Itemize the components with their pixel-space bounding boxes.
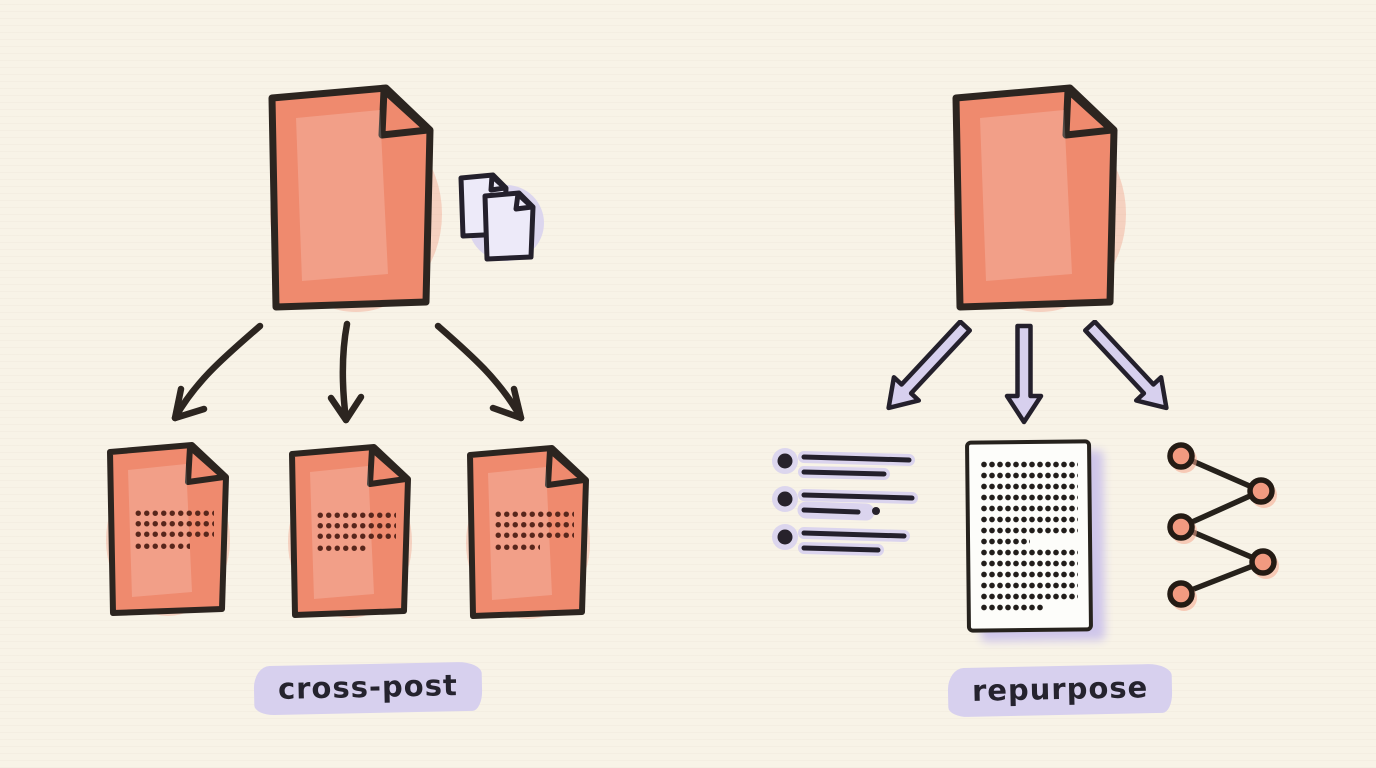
- curved-arrow-down: [327, 320, 365, 424]
- graph-node: [1167, 513, 1195, 541]
- text-page-dots: [980, 536, 1030, 547]
- graph-node: [1249, 548, 1277, 576]
- graph-edge: [1178, 488, 1264, 530]
- graph-node: [1247, 477, 1275, 505]
- block-arrow-right: [1082, 320, 1169, 411]
- text-page-dots: [980, 547, 1078, 602]
- curved-arrow-left: [171, 322, 264, 422]
- text-page-dots: [980, 602, 1044, 613]
- network-graph: [1167, 442, 1279, 611]
- bullet-item-1: [777, 453, 912, 477]
- copy-icon: [458, 172, 544, 262]
- source-document-icon: [952, 84, 1126, 312]
- bullet-item-2: [777, 491, 915, 515]
- text-page-dots: [980, 459, 1078, 536]
- bullet-item-3: [777, 529, 907, 553]
- block-arrow-left: [886, 320, 973, 411]
- document-dots: [494, 509, 574, 542]
- graph-node: [1167, 442, 1195, 470]
- document-dots: [316, 543, 366, 555]
- graph-node: [1167, 580, 1195, 608]
- repurpose-arrows: [886, 320, 1169, 425]
- document-dots: [494, 542, 540, 554]
- source-document-icon: [268, 84, 442, 312]
- document-dots: [134, 541, 190, 553]
- document-dots: [134, 508, 214, 541]
- repurpose-label: repurpose: [947, 663, 1173, 718]
- graph-edge: [1178, 559, 1266, 597]
- bullet-list: [772, 448, 918, 556]
- fan-out-arrows: [171, 320, 525, 424]
- curved-arrow-right: [434, 322, 525, 422]
- cross-post-label: cross-post: [253, 661, 483, 716]
- document-dots: [316, 510, 396, 543]
- block-arrow-down: [1004, 323, 1044, 425]
